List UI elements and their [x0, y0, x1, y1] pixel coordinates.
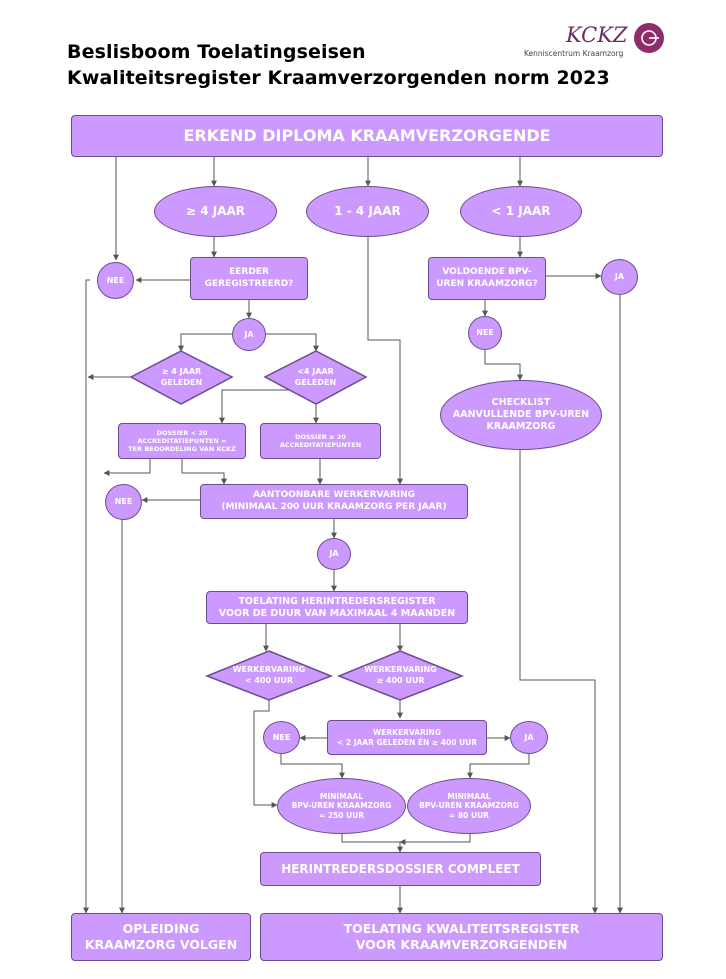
wv-lt400-1: WERKERVARING — [232, 665, 306, 675]
bpv-250-oval: MINIMAAL BPV-UREN KRAAMZORG = 250 UUR — [277, 778, 406, 834]
opleiding-label-1: OPLEIDING — [122, 921, 200, 937]
herintredersdossier-compleet-box: HERINTREDERSDOSSIER COMPLEET — [260, 852, 541, 886]
diamond-ge4-geleden — [129, 350, 234, 405]
wv-lt400-text: WERKERVARING < 400 UUR — [207, 651, 331, 700]
nee-4-label: NEE — [272, 732, 291, 742]
diamond-wv-lt400 — [204, 650, 334, 701]
lt4-geleden-1: <4 JAAR — [297, 367, 334, 377]
dossier-ge20-2: ACCREDITATIEPUNTEN — [279, 441, 362, 449]
toelating-label-1: TOELATING KWALITEITSREGISTER — [343, 921, 580, 937]
ge4-geleden-1: ≥ 4 JAAR — [161, 367, 202, 377]
dossier-lt20-box: DOSSIER < 20 ACCREDITATIEPUNTEN = TER BE… — [118, 423, 246, 459]
ja-circle-1: JA — [232, 318, 266, 351]
oval-1-4-jaar-label: 1 - 4 JAAR — [334, 204, 401, 218]
diamond-lt4-geleden — [263, 350, 368, 405]
logo-subtitle: Kenniscentrum Kraamzorg — [524, 49, 624, 58]
page-title-line-2: Kwaliteitsregister Kraamverzorgenden nor… — [67, 67, 610, 89]
logo-text: KCKZ — [565, 23, 628, 47]
toelating-kwaliteitsregister-box: TOELATING KWALITEITSREGISTER VOOR KRAAMV… — [260, 913, 663, 961]
ja-circle-4: JA — [510, 721, 548, 754]
oval-1-4-jaar: 1 - 4 JAAR — [306, 186, 429, 237]
wv-2jaar-2: < 2 JAAR GELEDEN ÉN ≥ 400 UUR — [336, 737, 478, 747]
voldoende-label-2: UREN KRAAMZORG? — [436, 278, 538, 289]
nee-1-label: NEE — [106, 275, 125, 285]
nee-circle-1: NEE — [97, 262, 134, 299]
dossier-compleet-label: HERINTREDERSDOSSIER COMPLEET — [281, 861, 520, 876]
checklist-label-3: KRAAMZORG — [486, 420, 556, 432]
oval-ge4-jaar-label: ≥ 4 JAAR — [185, 204, 246, 218]
eerder-label-1: EERDER — [229, 267, 269, 278]
oval-lt1-jaar-label: < 1 JAAR — [491, 204, 551, 218]
herintreders-label-2: VOOR DE DUUR VAN MAXIMAAL 4 MAANDEN — [218, 607, 456, 619]
opleiding-label-2: KRAAMZORG VOLGEN — [84, 937, 238, 952]
voldoende-label-1: VOLDOENDE BPV- — [442, 267, 532, 278]
nee-circle-3: NEE — [105, 484, 142, 520]
bpv80-2: BPV-UREN KRAAMZORG — [419, 801, 519, 811]
checklist-label-1: CHECKLIST — [491, 397, 551, 409]
nee-3-label: NEE — [114, 497, 133, 506]
wv-ge400-1: WERKERVARING — [364, 665, 437, 675]
aantoonbare-werkervaring-box: AANTOONBARE WERKERVARING (MINIMAAL 200 U… — [200, 484, 468, 519]
lt4-geleden-text: <4 JAAR GELEDEN — [265, 351, 366, 404]
bpv80-3: = 80 UUR — [449, 810, 489, 820]
eerder-geregistreerd-box: EERDER GEREGISTREERD? — [190, 257, 308, 300]
werkervaring-label-1: AANTOONBARE WERKERVARING — [252, 490, 416, 501]
checklist-oval: CHECKLIST AANVULLENDE BPV-UREN KRAAMZORG — [440, 380, 602, 450]
lt4-geleden-2: GELEDEN — [294, 377, 337, 387]
page-title-line-1: Beslisboom Toelatingseisen — [67, 41, 366, 63]
voldoende-bpv-box: VOLDOENDE BPV- UREN KRAAMZORG? — [428, 257, 546, 300]
ja-3-label: JA — [329, 549, 339, 558]
bpv-80-oval: MINIMAAL BPV-UREN KRAAMZORG = 80 UUR — [407, 778, 531, 834]
checklist-label-2: AANVULLENDE BPV-UREN — [452, 409, 590, 421]
dossier-ge20-box: DOSSIER ≥ 20 ACCREDITATIEPUNTEN — [260, 423, 381, 459]
bpv250-3: = 250 UUR — [318, 810, 365, 820]
dossier-ge20-1: DOSSIER ≥ 20 — [295, 432, 346, 441]
toelating-herintredersregister-box: TOELATING HERINTREDERSREGISTER VOOR DE D… — [206, 591, 468, 624]
wv-lt400-2: < 400 UUR — [244, 675, 294, 685]
herintreders-label-1: TOELATING HERINTREDERSREGISTER — [238, 595, 436, 607]
ja-1-label: JA — [244, 329, 254, 339]
ge4-geleden-2: GELEDEN — [160, 377, 203, 387]
toelating-label-2: VOOR KRAAMVERZORGENDEN — [355, 937, 568, 952]
ja-right-label: JA — [614, 272, 625, 281]
diamond-wv-ge400 — [336, 650, 465, 701]
nee-right-label: NEE — [476, 328, 494, 337]
dossier-lt20-3: TER BEOORDELING VAN KCKZ — [128, 445, 236, 454]
eerder-label-2: GEREGISTREERD? — [204, 278, 294, 289]
bpv250-2: BPV-UREN KRAAMZORG — [291, 801, 392, 811]
werkervaring-label-2: (MINIMAAL 200 UUR KRAAMZORG PER JAAR) — [221, 501, 447, 512]
ja-circle-3: JA — [317, 538, 351, 570]
oval-ge4-jaar: ≥ 4 JAAR — [154, 186, 277, 237]
nee-circle-4: NEE — [263, 721, 300, 754]
kckz-logo: KCKZ Kenniscentrum Kraamzorg — [524, 23, 664, 58]
bpv80-1: MINIMAAL — [447, 791, 491, 801]
wv-2jaar-1: WERKERVARING — [373, 728, 441, 738]
ge4-geleden-text: ≥ 4 JAAR GELEDEN — [131, 351, 232, 404]
bpv250-1: MINIMAAL — [319, 791, 364, 801]
opleiding-kraamzorg-box: OPLEIDING KRAAMZORG VOLGEN — [71, 913, 251, 961]
ja-circle-right: JA — [601, 259, 638, 295]
dossier-lt20-2: ACCREDITATIEPUNTEN = — [137, 436, 227, 445]
erkend-diploma-box: ERKEND DIPLOMA KRAAMVERZORGENDE — [71, 115, 663, 157]
nee-circle-right: NEE — [468, 316, 502, 350]
wv-ge400-text: WERKERVARING ≥ 400 UUR — [339, 651, 462, 700]
oval-lt1-jaar: < 1 JAAR — [460, 186, 582, 237]
dossier-lt20-1: DOSSIER < 20 — [156, 428, 208, 437]
erkend-diploma-label: ERKEND DIPLOMA KRAAMVERZORGENDE — [183, 126, 551, 145]
ja-4-label: JA — [524, 732, 534, 742]
wv-ge400-2: ≥ 400 UUR — [376, 675, 425, 685]
werkervaring-2jaar-box: WERKERVARING < 2 JAAR GELEDEN ÉN ≥ 400 U… — [327, 720, 487, 755]
